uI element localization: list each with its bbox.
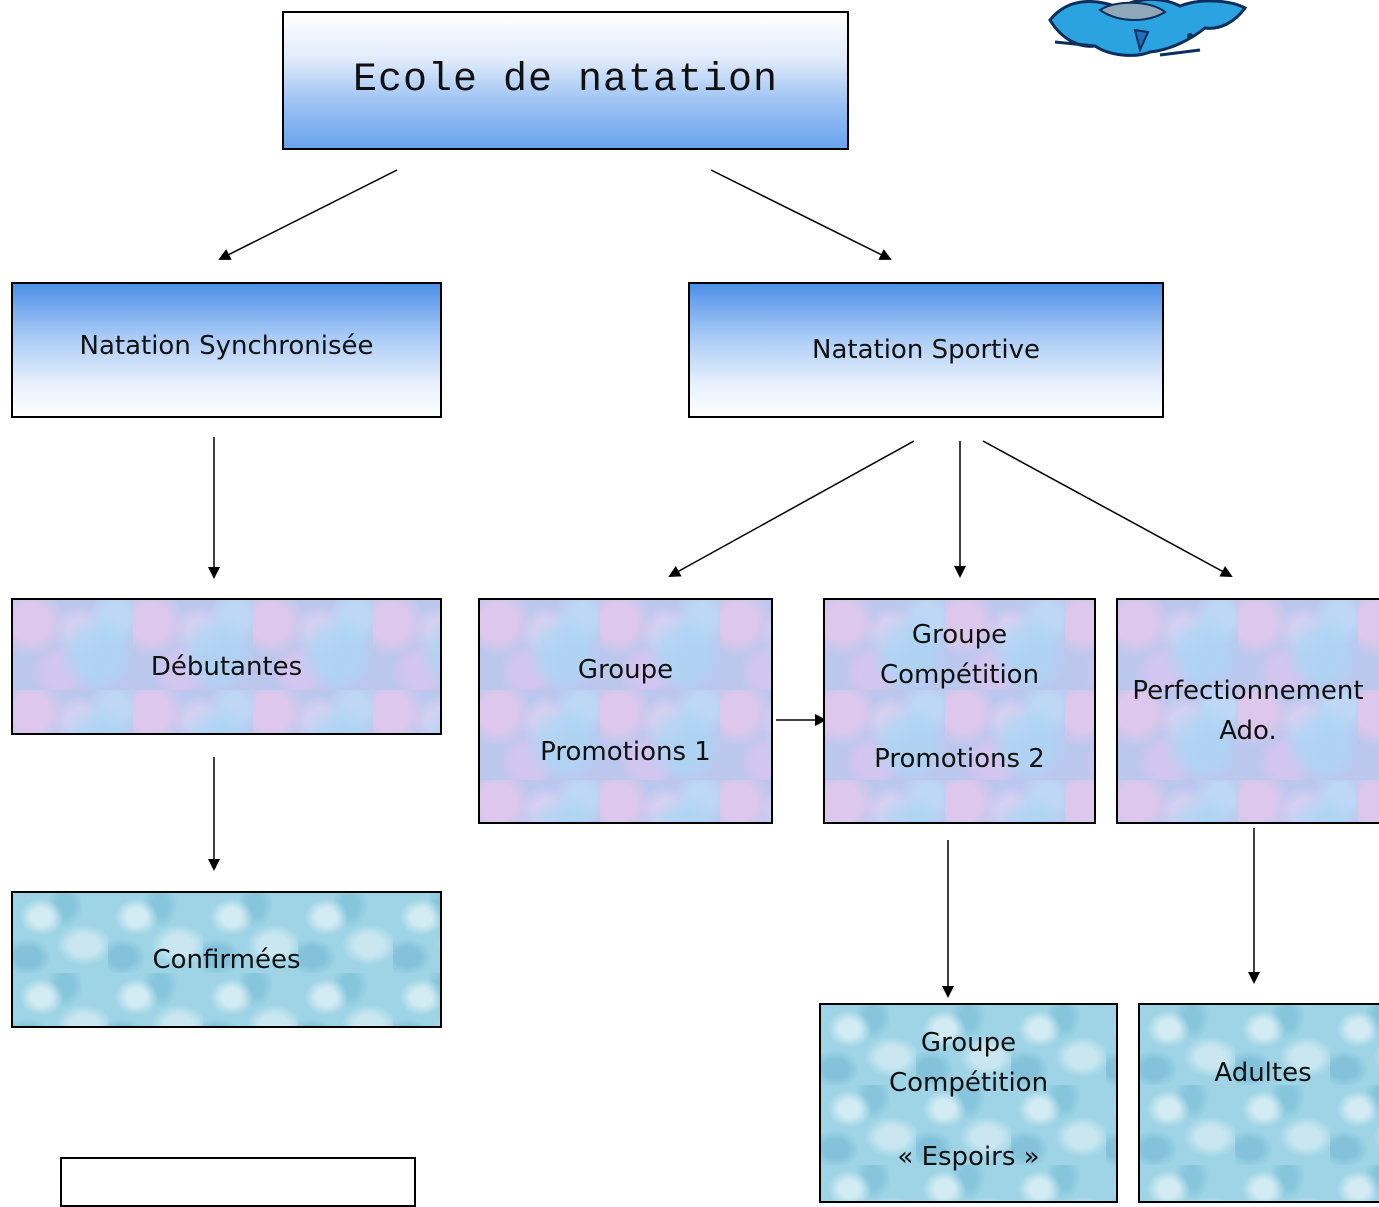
group-promo2-node: Groupe Compétition Promotions 2 bbox=[823, 598, 1096, 824]
branch-sportive-label: Natation Sportive bbox=[812, 335, 1040, 365]
edge-root-to-sportive bbox=[710, 169, 892, 260]
group-espoirs-line2: Compétition bbox=[888, 1068, 1049, 1098]
group-promo1-line1: Groupe bbox=[577, 655, 674, 685]
group-adultes-label: Adultes bbox=[1214, 1058, 1312, 1088]
edge-sportive-to-perf bbox=[982, 440, 1233, 577]
edge-root-to-synchro bbox=[218, 169, 398, 260]
group-perf-node: Perfectionnement Ado. bbox=[1116, 598, 1379, 824]
group-promo2-line2: Compétition bbox=[879, 660, 1040, 690]
root-label: Ecole de natation bbox=[352, 58, 779, 103]
partial-empty-box bbox=[60, 1157, 416, 1207]
group-perf-line2: Ado. bbox=[1219, 716, 1277, 746]
level-debutantes-node: Débutantes bbox=[11, 598, 442, 735]
group-perf-line1: Perfectionnement bbox=[1132, 676, 1364, 706]
group-promo1-node: Groupe Promotions 1 bbox=[478, 598, 773, 824]
level-confirmees-label: Confirmées bbox=[152, 944, 301, 975]
level-debutantes-label: Débutantes bbox=[150, 651, 303, 682]
group-promo2-line3: Promotions 2 bbox=[874, 744, 1045, 774]
edge-sportive-to-promo1 bbox=[668, 440, 915, 577]
level-confirmees-node: Confirmées bbox=[11, 891, 442, 1028]
swimmer-splash-icon bbox=[1048, 0, 1248, 57]
group-adultes-node: Adultes bbox=[1138, 1003, 1379, 1203]
group-promo1-line2: Promotions 1 bbox=[540, 737, 711, 767]
branch-synchro-node: Natation Synchronisée bbox=[11, 282, 442, 418]
group-espoirs-line3: « Espoirs » bbox=[897, 1142, 1040, 1172]
group-promo2-line1: Groupe bbox=[911, 620, 1008, 650]
group-espoirs-line1: Groupe bbox=[920, 1028, 1017, 1058]
branch-synchro-label: Natation Synchronisée bbox=[79, 331, 374, 361]
group-espoirs-node: Groupe Compétition « Espoirs » bbox=[819, 1003, 1118, 1203]
root-node: Ecole de natation bbox=[282, 11, 849, 150]
branch-sportive-node: Natation Sportive bbox=[688, 282, 1164, 418]
